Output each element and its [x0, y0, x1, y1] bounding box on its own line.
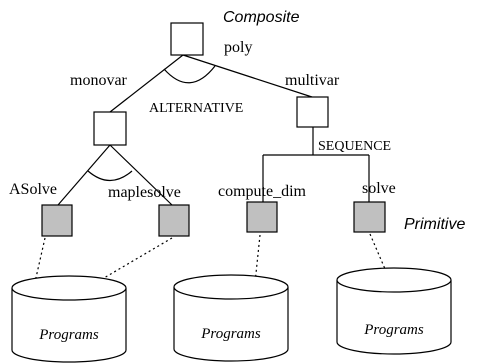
primitive-node-maplesolve [158, 204, 190, 237]
primitive-node-solve [353, 201, 386, 233]
primitive-node-asolve [41, 204, 73, 237]
edge-poly-monovar [109, 54, 184, 113]
composite-node-poly [170, 22, 204, 56]
link-maplesolve-programs [91, 237, 173, 286]
edge-poly-multivar [182, 54, 313, 98]
database-label: Programs [200, 326, 261, 342]
relation-label-sequence: SEQUENCE [318, 139, 391, 154]
tree-edges [57, 54, 370, 206]
node-label-maplesolve: maplesolve [108, 184, 181, 201]
node-label-compute-dim: compute_dim [218, 183, 307, 200]
alternative-arc-monovar [87, 170, 133, 182]
database-cylinder-2: Programs [173, 274, 289, 362]
edge-monovar-maplesolve [109, 144, 173, 206]
database-cylinder-1: Programs [11, 275, 127, 363]
node-label-multivar: multivar [285, 72, 340, 89]
category-label-composite: Composite [223, 9, 300, 26]
database-cylinder-3: Programs [336, 267, 452, 355]
database-label: Programs [38, 327, 99, 343]
node-label-poly: poly [224, 39, 252, 56]
primitive-node-compute-dim [246, 201, 278, 233]
node-label-solve: solve [362, 180, 396, 197]
node-label-monovar: monovar [70, 72, 128, 89]
edge-monovar-asolve [57, 144, 111, 206]
database-label: Programs [363, 322, 424, 338]
node-label-asolve: ASolve [9, 181, 57, 198]
alternative-arc-top [163, 65, 216, 84]
relation-label-alternative: ALTERNATIVE [149, 101, 243, 116]
composite-node-monovar [93, 111, 127, 146]
link-asolve-programs [34, 237, 46, 283]
composite-node-multivar [296, 96, 329, 128]
link-compute-programs [254, 234, 261, 284]
category-label-primitive: Primitive [404, 216, 465, 233]
